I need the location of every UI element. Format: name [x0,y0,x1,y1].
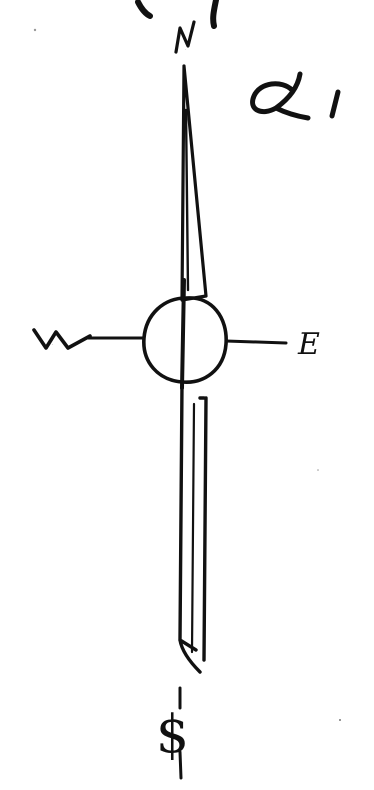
east-label-text: E [297,327,320,362]
east-arm [224,339,288,345]
north-needle [180,64,208,302]
north-label-text: N [185,49,186,51]
paper-specks [317,469,341,721]
vertical-axis [180,278,186,390]
north-label: N [174,20,196,54]
east-label: E [297,327,320,362]
south-label: $ [156,686,189,780]
south-label-text: $ [156,705,189,765]
south-needle [178,382,208,674]
header-mark-text: α1 [300,115,302,117]
alpha-one-mark: α1 [250,71,341,121]
top-edge-marks [33,0,219,32]
west-label-text: W [52,344,54,346]
west-label: W [32,328,92,350]
